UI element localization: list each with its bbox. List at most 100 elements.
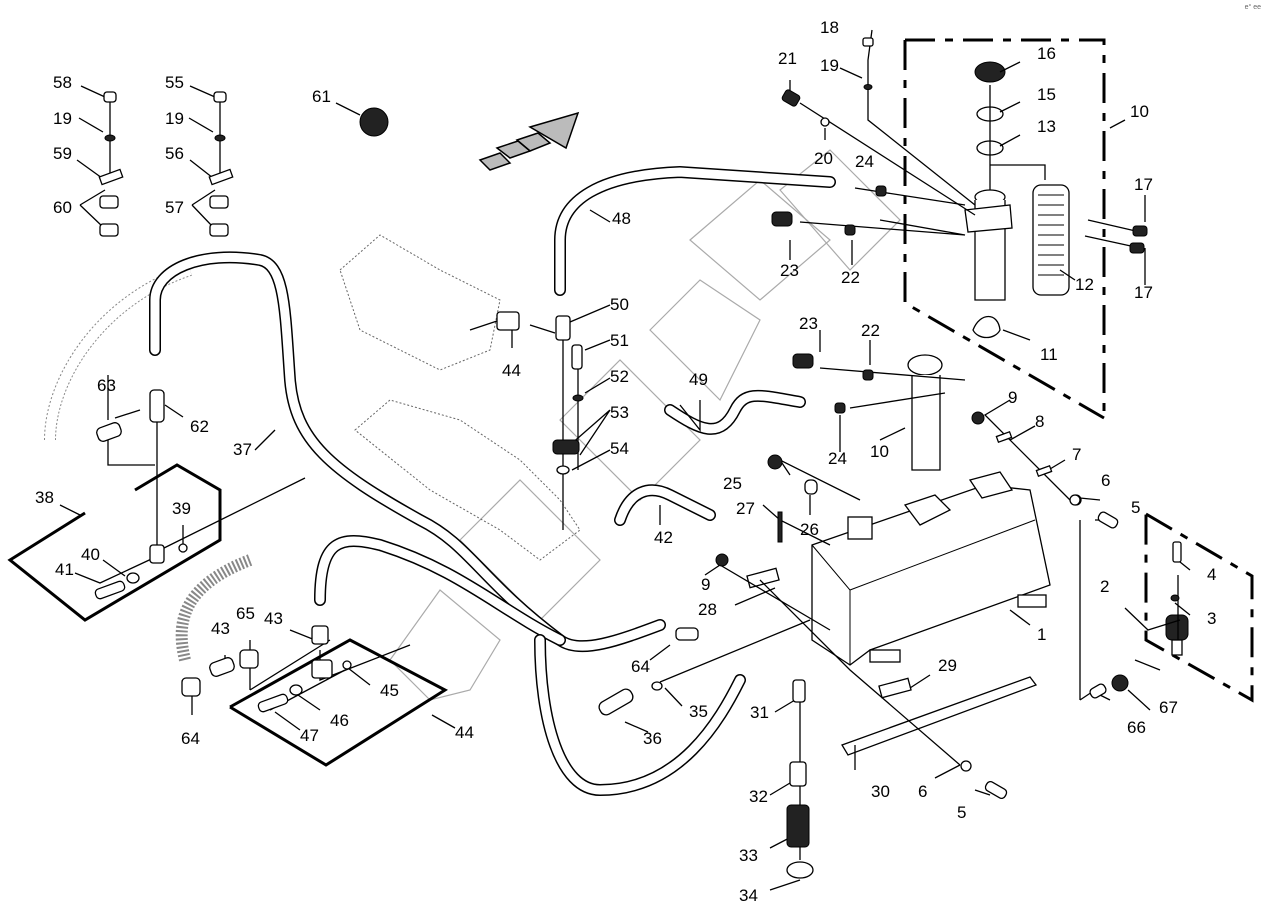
callout-44: 44 (455, 723, 474, 742)
callout-53: 53 (610, 403, 629, 422)
forward-direction-arrow (478, 111, 580, 171)
breather-plug (1165, 614, 1189, 656)
plug-group-frame (1144, 511, 1254, 703)
callout-62: 62 (190, 417, 209, 436)
callout-11: 11 (1040, 345, 1058, 364)
callout-25: 25 (723, 474, 742, 493)
callout-46: 46 (330, 711, 349, 730)
bracket-frame-38 (7, 463, 222, 622)
callout-19: 19 (820, 56, 839, 75)
callout-38: 38 (35, 488, 54, 507)
hydraulic-tank (811, 471, 1051, 666)
callout-19: 19 (165, 109, 184, 128)
callout-44: 44 (502, 361, 521, 380)
callout-58: 58 (53, 73, 72, 92)
callout-59: 59 (53, 144, 72, 163)
filter-group-frame (903, 38, 1106, 420)
filter-housing-lower (907, 354, 943, 471)
callout-52: 52 (610, 367, 629, 386)
hose-48 (554, 165, 836, 296)
callout-60: 60 (53, 198, 72, 217)
callout-27: 27 (736, 499, 755, 518)
leader-lines (59, 29, 1191, 891)
small-parts (94, 37, 1182, 879)
callout-5: 5 (957, 803, 966, 822)
corner-marker: e° ee (1244, 4, 1261, 11)
callout-43: 43 (211, 619, 230, 638)
callout-15: 15 (1037, 85, 1056, 104)
callout-48: 48 (612, 209, 631, 228)
callout-33: 33 (739, 846, 758, 865)
plate-28 (746, 567, 780, 589)
callout-24: 24 (855, 152, 874, 171)
callout-6: 6 (918, 782, 927, 801)
callout-50: 50 (610, 295, 629, 314)
callout-57: 57 (165, 198, 184, 217)
plate-29 (878, 677, 912, 699)
filter-element (1032, 184, 1070, 296)
callout-10: 10 (1130, 102, 1149, 121)
callout-22: 22 (841, 268, 860, 287)
hose-42 (314, 484, 746, 797)
callout-42: 42 (654, 528, 673, 547)
callout-65: 65 (236, 604, 255, 623)
callout-12: 12 (1075, 275, 1094, 294)
callout-30: 30 (871, 782, 890, 801)
callout-17: 17 (1134, 175, 1153, 194)
callout-4: 4 (1207, 565, 1216, 584)
callout-9: 9 (1008, 388, 1017, 407)
callout-63: 63 (97, 376, 116, 395)
callout-66: 66 (1127, 718, 1146, 737)
callout-28: 28 (698, 600, 717, 619)
hose-49 (664, 389, 806, 435)
callout-1: 1 (1037, 625, 1046, 644)
callout-32: 32 (749, 787, 768, 806)
callout-36: 36 (643, 729, 662, 748)
callout-40: 40 (81, 545, 100, 564)
callout-18: 18 (820, 18, 839, 37)
filter-housing-upper (964, 189, 1013, 301)
callout-16: 16 (1037, 44, 1056, 63)
callout-56: 56 (165, 144, 184, 163)
callout-34: 34 (739, 886, 758, 905)
callout-29: 29 (938, 656, 957, 675)
callout-43: 43 (264, 609, 283, 628)
callout-3: 3 (1207, 609, 1216, 628)
callout-22: 22 (861, 321, 880, 340)
callout-labels: 1 2 3 4 5 5 6 6 7 8 9 9 10 10 11 12 13 1… (35, 18, 1216, 905)
callout-51: 51 (610, 331, 629, 350)
callout-9: 9 (701, 575, 710, 594)
callout-10: 10 (870, 442, 889, 461)
callout-64: 64 (631, 657, 650, 676)
callout-23: 23 (799, 314, 818, 333)
strip-30 (841, 676, 1038, 756)
callout-5: 5 (1131, 498, 1140, 517)
callout-67: 67 (1159, 698, 1178, 717)
callout-47: 47 (300, 726, 319, 745)
callout-55: 55 (165, 73, 184, 92)
callout-54: 54 (610, 439, 629, 458)
filter-cap (974, 61, 1006, 83)
callout-24: 24 (828, 449, 847, 468)
callout-19: 19 (53, 109, 72, 128)
bracket-frame-44 (229, 638, 448, 767)
callout-6: 6 (1101, 471, 1110, 490)
callout-7: 7 (1072, 445, 1081, 464)
marker-dot-61 (359, 107, 389, 137)
callout-13: 13 (1037, 117, 1056, 136)
callout-64: 64 (181, 729, 200, 748)
callout-2: 2 (1100, 577, 1109, 596)
gasket-11 (972, 315, 1001, 339)
callout-49: 49 (689, 370, 708, 389)
callout-39: 39 (172, 499, 191, 518)
callout-31: 31 (750, 703, 769, 722)
callout-17: 17 (1134, 283, 1153, 302)
callout-20: 20 (814, 149, 833, 168)
callout-37: 37 (233, 440, 252, 459)
callout-61: 61 (312, 87, 331, 106)
callout-41: 41 (55, 560, 74, 579)
callout-26: 26 (800, 520, 819, 539)
callout-8: 8 (1035, 412, 1044, 431)
